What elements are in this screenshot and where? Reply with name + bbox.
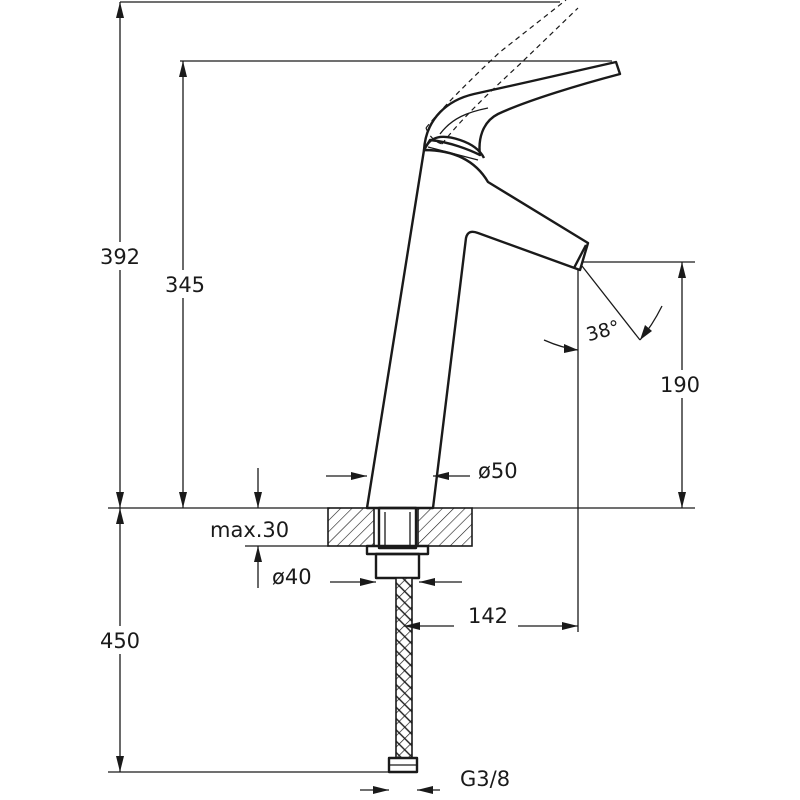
label-spout-height: 345 — [165, 273, 205, 297]
label-reach: 142 — [468, 604, 508, 628]
dim-outlet-height — [652, 262, 710, 508]
faucet-body — [365, 135, 590, 510]
label-hose-length: 450 — [100, 629, 140, 653]
dim-connection-thread — [360, 786, 440, 794]
dim-overall-height — [92, 2, 148, 508]
supply-hose — [387, 577, 419, 774]
dim-spout-angle — [543, 265, 663, 353]
dim-hole-diameter — [330, 578, 462, 586]
label-body-diameter: ø50 — [478, 459, 518, 483]
label-connection-thread: G3/8 — [460, 767, 510, 791]
label-outlet-height: 190 — [660, 373, 700, 397]
label-deck-thickness: max.30 — [210, 518, 289, 542]
dim-deck-thickness — [254, 468, 262, 588]
countertop-section — [327, 507, 473, 547]
dim-spout-height — [156, 61, 212, 508]
label-overall-height: 392 — [100, 245, 140, 269]
dim-reach — [404, 602, 578, 630]
label-hole-diameter: ø40 — [272, 565, 312, 589]
extension-lines — [108, 1, 695, 773]
label-spout-angle: 38° — [584, 316, 622, 346]
dim-body-diameter — [326, 472, 470, 480]
lever-handle-open-outline — [425, 0, 579, 145]
dim-hose-length — [92, 508, 148, 772]
lever-handle — [422, 60, 622, 157]
